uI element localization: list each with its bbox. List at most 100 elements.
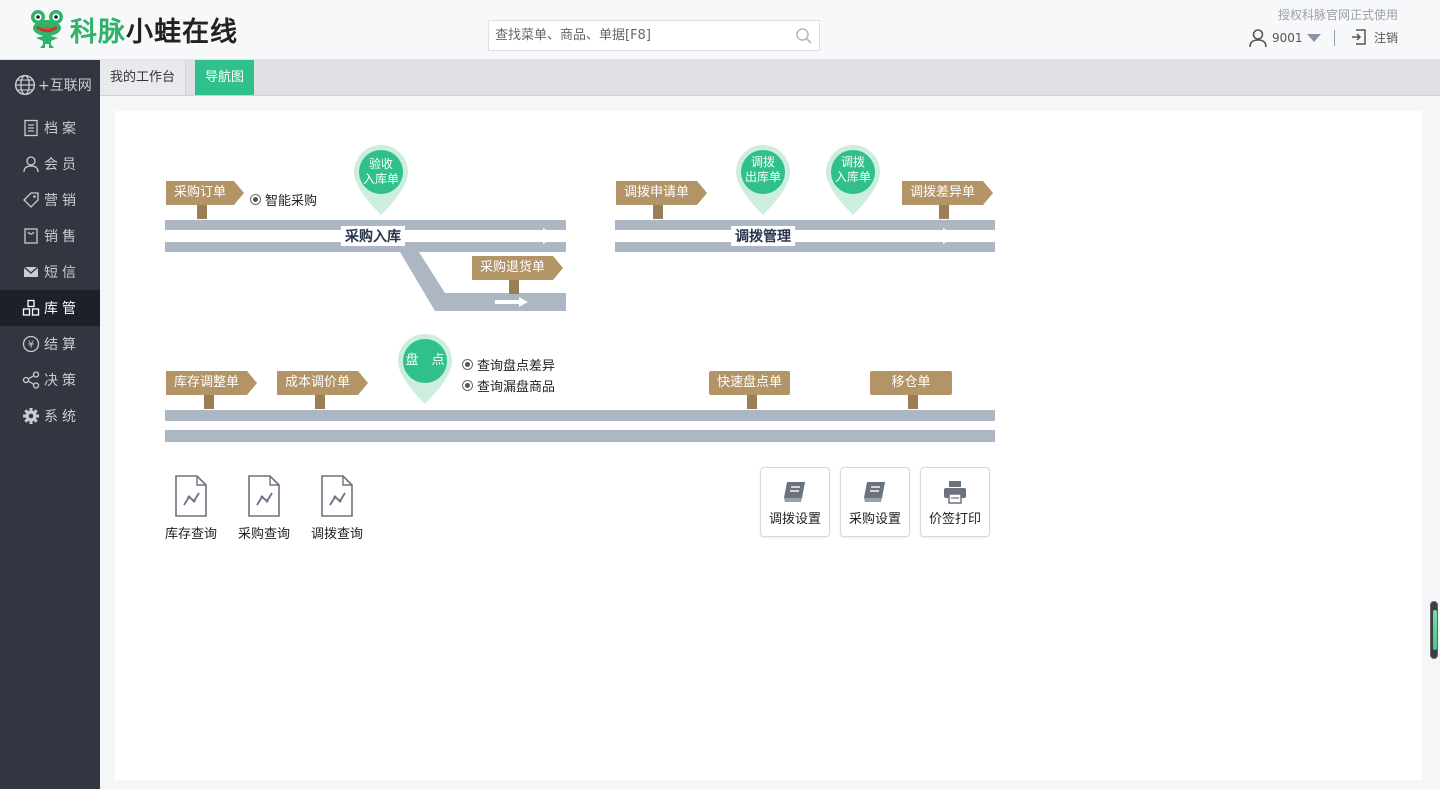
gear-icon: [23, 408, 39, 424]
radio-dot-icon: [250, 194, 261, 205]
purchase-road-label[interactable]: 采购入库: [341, 226, 405, 246]
tool-label: 调拨设置: [768, 512, 821, 527]
sidebar-item-archive[interactable]: 档案: [0, 110, 100, 146]
purchase-settings-button[interactable]: 采购设置: [840, 467, 910, 537]
pin-line-1: 调拨: [840, 155, 865, 169]
printer-icon: [944, 481, 966, 504]
sidebar-item-inventory[interactable]: 库管: [0, 290, 100, 326]
sidebar-item-marketing[interactable]: 营销: [0, 182, 100, 218]
pin-line-2: 入库单: [362, 172, 399, 186]
road-lane: [165, 421, 995, 430]
return-branch-road: [400, 252, 566, 311]
authorized-text[interactable]: 授权科脉官网正式使用: [1277, 8, 1398, 22]
sidebar-item-label: 短信: [44, 265, 80, 281]
check-missing-option[interactable]: 查询漏盘商品: [462, 376, 555, 395]
sidebar-item-label: 库管: [44, 301, 80, 317]
mail-icon: [23, 266, 39, 277]
yen-icon: ¥: [22, 335, 40, 353]
purchase-query-link[interactable]: 采购查询: [234, 473, 294, 542]
tab-bar: 我的工作台 导航图: [100, 60, 1440, 96]
transfer-diff-sign[interactable]: 调拨差异单: [902, 181, 994, 205]
smart-purchase-label: 智能采购: [265, 194, 318, 209]
check-diff-option[interactable]: 查询盘点差异: [462, 355, 555, 374]
sidebar-item-member[interactable]: 会员: [0, 146, 100, 182]
sidebar-item-label: 销售: [44, 229, 80, 245]
tag-icon: [23, 192, 39, 208]
transfer-road-arrow: [709, 228, 957, 244]
map-pin-icon: [354, 145, 408, 215]
transfer-query-link[interactable]: 调拨查询: [307, 473, 367, 542]
book-icon: [864, 482, 885, 502]
frog-icon: [31, 10, 63, 48]
transfer-in-pin[interactable]: 调拨 入库单: [824, 143, 882, 217]
sidebar-item-sales[interactable]: 销售: [0, 218, 100, 254]
stock-query-link[interactable]: 库存查询: [161, 473, 221, 542]
pin-text: 调拨 出库单: [734, 155, 792, 185]
sign-post: [908, 395, 918, 409]
book-icon: [784, 482, 805, 502]
pin-text: 验收 入库单: [352, 157, 410, 187]
transfer-road-label[interactable]: 调拨管理: [731, 226, 795, 246]
check-diff-label: 查询盘点差异: [477, 359, 556, 374]
map-pin-icon: [398, 334, 452, 404]
purchase-return-sign[interactable]: 采购退货单: [472, 256, 564, 280]
bag-icon: [24, 228, 38, 244]
stock-adjust-sign[interactable]: 库存调整单: [166, 371, 258, 395]
sign-post: [197, 205, 207, 219]
move-warehouse-sign[interactable]: 移仓单: [870, 371, 952, 395]
report-file-icon: [321, 475, 353, 517]
pin-line-1: 盘 点: [405, 353, 445, 368]
query-label: 采购查询: [237, 527, 290, 542]
map-pin-icon: [826, 145, 880, 215]
report-file-icon: [248, 475, 280, 517]
sidebar-item-internet[interactable]: +互联网: [0, 60, 100, 110]
stocktake-pin[interactable]: 盘 点: [396, 332, 454, 406]
sign-post: [939, 205, 949, 219]
warehouse-icon: [22, 299, 40, 316]
pin-line-2: 入库单: [834, 170, 871, 184]
purchase-order-sign[interactable]: 采购订单: [166, 181, 245, 205]
chevron-down-icon: [1306, 34, 1321, 42]
scrollbar-thumb[interactable]: [1430, 601, 1438, 659]
transfer-out-pin[interactable]: 调拨 出库单: [734, 143, 792, 217]
quick-count-sign[interactable]: 快速盘点单: [709, 371, 791, 395]
svg-text:¥: ¥: [28, 340, 34, 351]
pin-line-1: 验收: [368, 157, 393, 171]
sidebar-item-decision[interactable]: 决策: [0, 362, 100, 398]
transfer-request-sign[interactable]: 调拨申请单: [616, 181, 708, 205]
sidebar-item-label: 会员: [44, 157, 80, 173]
search-icon[interactable]: [795, 27, 813, 45]
sign-post: [204, 395, 214, 409]
tab-workbench[interactable]: 我的工作台: [100, 60, 187, 95]
sidebar-item-label: +互联网: [38, 78, 92, 94]
logout-label: 注销: [1374, 30, 1399, 45]
logout-button[interactable]: 注销: [1350, 28, 1398, 46]
brand-name: 科脉小蛙在线: [70, 10, 238, 49]
query-label: 库存查询: [164, 527, 217, 542]
transfer-settings-button[interactable]: 调拨设置: [760, 467, 830, 537]
price-tag-print-button[interactable]: 价签打印: [920, 467, 990, 537]
sidebar-item-settlement[interactable]: ¥ 结算: [0, 326, 100, 362]
top-header: 科脉小蛙在线 授权科脉官网正式使用 9001 注销: [0, 0, 1440, 60]
cost-adjust-sign[interactable]: 成本调价单: [277, 371, 369, 395]
receive-stock-pin[interactable]: 验收 入库单: [352, 143, 410, 217]
search-input[interactable]: [489, 21, 779, 50]
header-divider: [1334, 30, 1335, 46]
logout-icon: [1352, 29, 1366, 45]
pin-text: 调拨 入库单: [824, 155, 882, 185]
globe-icon: [14, 74, 36, 96]
brand-name-green: 科脉: [70, 16, 126, 48]
sign-post: [653, 205, 663, 219]
sidebar-item-sms[interactable]: 短信: [0, 254, 100, 290]
brand-logo[interactable]: 科脉小蛙在线: [28, 8, 238, 50]
report-file-icon: [175, 475, 207, 517]
sign-post: [509, 280, 519, 294]
sign-post: [315, 395, 325, 409]
sidebar-item-system[interactable]: 系统: [0, 398, 100, 434]
pin-line-2: 出库单: [744, 170, 781, 184]
user-menu[interactable]: 9001: [1248, 28, 1321, 48]
sidebar-item-label: 营销: [44, 193, 80, 209]
tab-nav-map[interactable]: 导航图: [195, 60, 255, 95]
smart-purchase-option[interactable]: 智能采购: [250, 190, 317, 209]
sidebar-item-label: 系统: [44, 409, 80, 425]
